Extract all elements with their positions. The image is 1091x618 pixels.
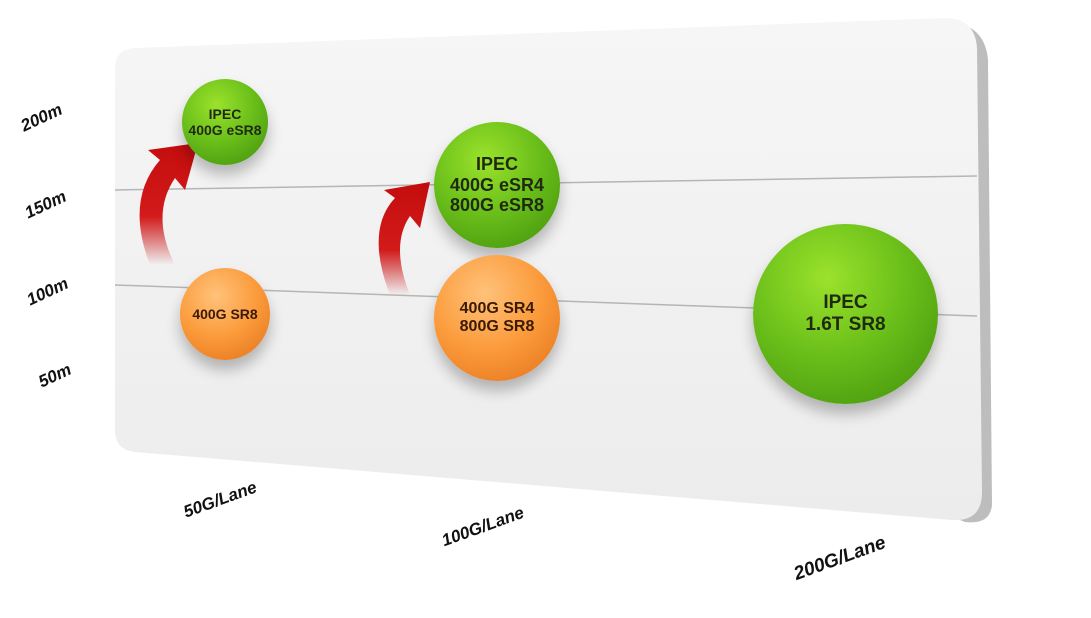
bubble-label: 1.6T SR8 bbox=[805, 314, 886, 335]
chart-panel bbox=[115, 18, 982, 521]
bubble-label: IPEC bbox=[823, 292, 868, 314]
bubble-label: 400G SR4 bbox=[459, 299, 535, 317]
upgrade-arrow-50g bbox=[139, 143, 198, 265]
bubble-ipec-1-6t-sr8: IPEC 1.6T SR8 bbox=[753, 224, 938, 404]
bubble-400g-sr8: 400G SR8 bbox=[180, 268, 270, 360]
bubble-label: 400G SR8 bbox=[192, 305, 258, 322]
bubble-ipec-400g-esr4-800g-esr8: IPEC 400G eSR4 800G eSR8 bbox=[434, 122, 560, 248]
bubble-label: 400G eSR8 bbox=[188, 122, 262, 138]
bubble-ipec-400g-esr8: IPEC 400G eSR8 bbox=[182, 79, 268, 165]
bubble-label: IPEC bbox=[475, 153, 518, 174]
bubble-label: 400G eSR4 bbox=[449, 174, 545, 195]
upgrade-arrow-100g bbox=[378, 182, 430, 295]
bubble-label: 800G SR8 bbox=[459, 318, 535, 335]
bubble-label: 800G eSR8 bbox=[449, 195, 545, 216]
bubble-400g-sr4-800g-sr8: 400G SR4 800G SR8 bbox=[434, 255, 560, 381]
bubble-label: IPEC bbox=[208, 105, 242, 122]
